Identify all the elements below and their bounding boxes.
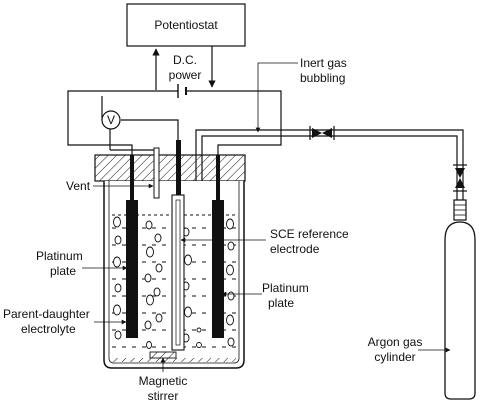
dc-power-label-2: power: [169, 68, 202, 82]
platinum-plate-right: [212, 200, 224, 338]
platinum-right-label-1: Platinum: [262, 281, 309, 295]
sce-electrode-body: [171, 194, 185, 351]
valve-horizontal: [312, 128, 322, 138]
argon-cylinder: [444, 221, 476, 400]
voltmeter-lead-2: [110, 149, 157, 155]
argon-label-1: Argon gas: [368, 335, 423, 349]
sce-electrode-top: [176, 140, 181, 195]
platinum-plate-right-wire: [216, 155, 220, 200]
inert-gas-label-1: Inert gas: [300, 56, 347, 70]
sce-label-2: electrode: [270, 242, 320, 256]
electrolyte-label-2: electrolyte: [21, 322, 76, 336]
gas-bubbles: [113, 216, 235, 349]
magnetic-stir-bar: [149, 351, 177, 359]
vent-tube: [153, 147, 160, 199]
platinum-plate-left: [126, 200, 138, 338]
potentiostat-label: Potentiostat: [154, 18, 218, 32]
potentiostat-box: [126, 3, 246, 47]
stirrer-label-2: stirrer: [148, 389, 179, 403]
valve-horizontal-2: [322, 128, 332, 138]
vent-label: Vent: [66, 179, 91, 193]
platinum-plate-left-wire: [130, 155, 134, 185]
circuit-wire: [67, 90, 178, 155]
inert-gas-label-2: bubbling: [300, 71, 345, 85]
stirrer-label-1: Magnetic: [139, 374, 188, 388]
inert-gas-leader: [255, 62, 298, 133]
voltmeter-symbol: [101, 110, 121, 130]
argon-label-2: cylinder: [374, 350, 415, 364]
platinum-right-label-2: plate: [268, 296, 294, 310]
cell-lid: [94, 154, 246, 182]
platinum-left-label-1: Platinum: [36, 249, 83, 263]
voltmeter-label: V: [107, 113, 115, 127]
valve-vertical-2: [455, 178, 465, 188]
valve-vertical: [455, 168, 465, 178]
circuit-wire-right: [186, 90, 282, 155]
platinum-left-label-2: plate: [50, 264, 76, 278]
vessel-base: [112, 358, 236, 362]
dc-power-label-1: D.C.: [173, 53, 197, 67]
electrolyte-label-1: Parent-daughter: [3, 307, 90, 321]
sce-label-1: SCE reference: [270, 227, 349, 241]
